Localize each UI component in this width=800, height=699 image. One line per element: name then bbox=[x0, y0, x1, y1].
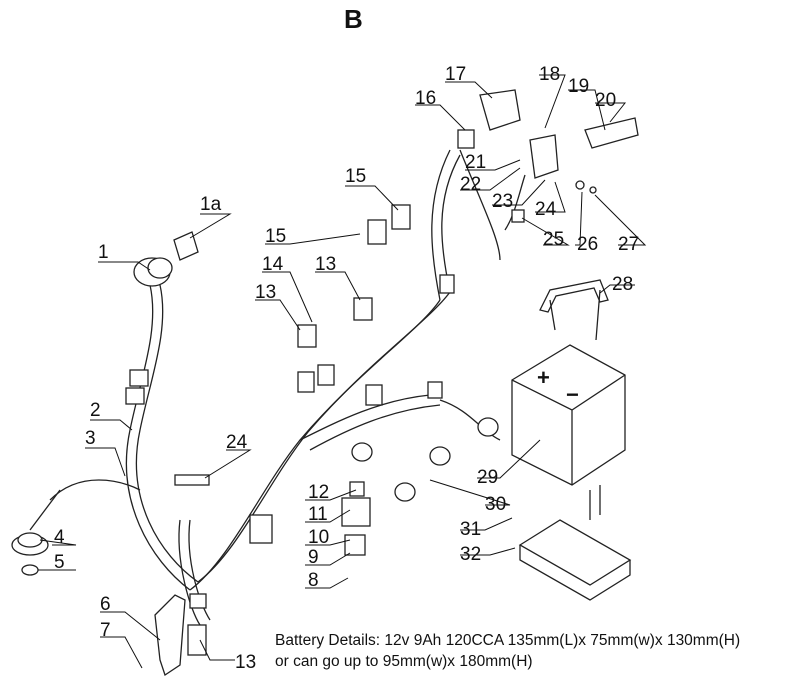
battery-details-line-2: or can go up to 95mm(w)x 180mm(H) bbox=[275, 653, 533, 670]
callout-12: 12 bbox=[308, 482, 329, 503]
callout-2: 2 bbox=[90, 400, 101, 421]
starter-relay bbox=[341, 481, 371, 556]
bracket-parts bbox=[479, 89, 639, 223]
battery-notes: Battery Details: 12v 9Ah 120CCA 135mm(L)… bbox=[275, 630, 740, 672]
callout-15-b: 15 bbox=[265, 226, 286, 247]
socket-part-1 bbox=[133, 231, 199, 287]
main-harness bbox=[49, 149, 526, 626]
callout-13-c: 13 bbox=[235, 652, 256, 673]
fuse-holder-24 bbox=[174, 474, 273, 544]
callout-16: 16 bbox=[415, 88, 436, 109]
callout-24-b: 24 bbox=[535, 199, 557, 220]
callout-11: 11 bbox=[308, 504, 328, 525]
callout-14: 14 bbox=[262, 254, 284, 275]
callout-7: 7 bbox=[100, 620, 111, 641]
callout-4: 4 bbox=[54, 527, 65, 548]
diagram-title: B bbox=[344, 4, 363, 34]
battery-tray bbox=[518, 485, 632, 601]
callout-15-a: 15 bbox=[345, 166, 366, 187]
callout-25: 25 bbox=[543, 229, 564, 250]
callout-24-a: 24 bbox=[226, 432, 248, 453]
lower-bracket bbox=[154, 594, 207, 677]
callout-17: 17 bbox=[445, 64, 466, 85]
callout-1a: 1a bbox=[200, 194, 222, 215]
battery-positive: + bbox=[537, 365, 550, 390]
callout-13-b: 13 bbox=[315, 254, 336, 275]
leader-lines bbox=[38, 74, 647, 669]
callout-27: 27 bbox=[618, 234, 639, 255]
callout-6: 6 bbox=[100, 594, 111, 615]
callout-5: 5 bbox=[54, 552, 65, 573]
fuse-holders bbox=[351, 417, 499, 502]
callout-20: 20 bbox=[595, 90, 616, 111]
callout-labels: 1 1a 2 3 4 5 6 7 8 9 10 11 12 13 13 13 1… bbox=[54, 64, 639, 673]
battery-negative: − bbox=[566, 382, 579, 407]
callout-1: 1 bbox=[98, 242, 109, 263]
callout-10: 10 bbox=[308, 527, 329, 548]
callout-30: 30 bbox=[485, 494, 506, 515]
horn-part-4 bbox=[11, 489, 61, 576]
relays bbox=[297, 129, 475, 348]
callout-29: 29 bbox=[477, 467, 498, 488]
callout-3: 3 bbox=[85, 428, 96, 449]
battery-strap-28 bbox=[539, 279, 609, 341]
callout-13-a: 13 bbox=[255, 282, 276, 303]
callout-31: 31 bbox=[460, 519, 481, 540]
battery-29: + − bbox=[511, 344, 626, 486]
callout-22: 22 bbox=[460, 174, 481, 195]
callout-28: 28 bbox=[612, 274, 633, 295]
callout-8: 8 bbox=[308, 570, 319, 591]
battery-details-line-1: Battery Details: 12v 9Ah 120CCA 135mm(L)… bbox=[275, 632, 741, 649]
callout-23: 23 bbox=[492, 191, 513, 212]
callout-19: 19 bbox=[568, 76, 589, 97]
callout-32: 32 bbox=[460, 544, 481, 565]
connectors bbox=[125, 274, 455, 609]
callout-9: 9 bbox=[308, 547, 319, 568]
callout-21: 21 bbox=[465, 152, 486, 173]
callout-18: 18 bbox=[539, 64, 560, 85]
callout-26: 26 bbox=[577, 234, 598, 255]
